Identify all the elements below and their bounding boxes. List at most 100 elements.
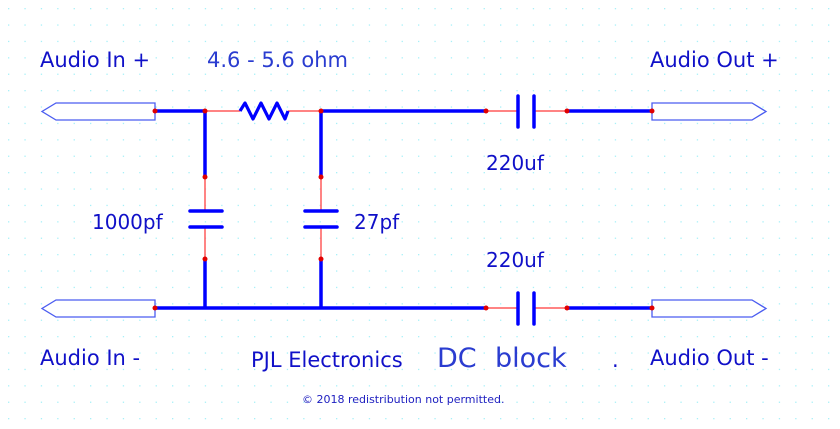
grid-dot xyxy=(8,418,10,420)
grid-dot xyxy=(828,303,830,305)
grid-dot xyxy=(385,352,387,354)
grid-dot xyxy=(811,303,813,305)
grid-dot xyxy=(237,106,239,108)
grid-dot xyxy=(696,286,699,289)
grid-dot xyxy=(762,139,764,141)
grid-dot xyxy=(155,418,157,420)
grid-dot xyxy=(713,286,715,289)
grid-dot xyxy=(778,8,781,10)
grid-dot xyxy=(57,221,59,223)
grid-dot xyxy=(500,385,502,387)
grid-dot xyxy=(352,90,354,92)
grid-dot xyxy=(237,319,239,321)
grid-dot xyxy=(680,286,682,289)
grid-dot xyxy=(500,139,502,141)
grid-dot xyxy=(516,401,518,403)
grid-dot xyxy=(155,319,157,321)
grid-dot xyxy=(565,24,567,26)
grid-dot xyxy=(401,155,403,157)
grid-dot xyxy=(172,401,174,403)
grid-dot xyxy=(24,286,26,289)
grid-dot xyxy=(434,24,436,26)
grid-dot xyxy=(483,352,485,354)
grid-dot xyxy=(139,90,141,92)
grid-dot xyxy=(204,57,207,59)
grid-dot xyxy=(401,385,403,387)
grid-dot xyxy=(746,401,748,403)
grid-dot xyxy=(418,401,420,403)
grid-dot xyxy=(598,188,600,190)
grid-dot xyxy=(828,8,830,10)
grid-dot xyxy=(90,254,92,256)
grid-dot xyxy=(106,385,108,387)
grid-dot xyxy=(221,286,223,289)
grid-dot xyxy=(565,254,567,256)
grid-dot xyxy=(631,385,633,387)
grid-dot xyxy=(401,319,403,321)
grid-dot xyxy=(24,73,26,75)
grid-dot xyxy=(582,368,584,371)
grid-dot xyxy=(598,303,600,305)
grid-dot xyxy=(713,155,715,157)
grid-dot xyxy=(565,188,567,190)
grid-dot xyxy=(237,270,239,272)
grid-dot xyxy=(254,73,256,75)
grid-dot xyxy=(8,155,10,157)
grid-dot xyxy=(303,336,305,338)
grid-dot xyxy=(8,303,10,305)
grid-dot xyxy=(795,286,797,289)
grid-dot xyxy=(762,221,764,223)
grid-dot xyxy=(139,188,141,190)
grid-dot xyxy=(90,401,92,403)
grid-dot xyxy=(614,8,617,10)
grid-dot xyxy=(401,90,403,92)
grid-dot xyxy=(467,172,469,174)
grid-dot xyxy=(565,401,567,403)
grid-dot xyxy=(106,155,108,157)
grid-dot xyxy=(811,139,813,141)
grid-dot xyxy=(680,319,682,321)
grid-dot xyxy=(24,303,26,305)
grid-dot xyxy=(598,336,600,338)
grid-dot xyxy=(614,172,617,174)
grid-dot xyxy=(647,188,649,190)
grid-dot xyxy=(729,319,731,321)
grid-dot xyxy=(139,122,141,125)
capacitor-1000pf-symbol xyxy=(188,209,224,229)
grid-dot xyxy=(828,401,830,403)
grid-dot xyxy=(500,57,502,59)
grid-dot xyxy=(434,73,436,75)
grid-dot xyxy=(270,303,272,305)
grid-dot xyxy=(647,139,649,141)
grid-dot xyxy=(188,73,190,75)
grid-dot xyxy=(696,221,699,223)
grid-dot xyxy=(450,319,453,321)
grid-dot xyxy=(319,385,321,387)
grid-dot xyxy=(500,172,502,174)
grid-dot xyxy=(778,319,781,321)
grid-dot xyxy=(368,40,371,43)
grid-dot xyxy=(746,8,748,10)
grid-dot xyxy=(450,122,453,125)
grid-dot xyxy=(122,221,125,223)
grid-dot xyxy=(90,319,92,321)
grid-dot xyxy=(828,237,830,239)
grid-dot xyxy=(598,40,600,43)
grid-dot xyxy=(680,24,682,26)
grid-dot xyxy=(746,172,748,174)
grid-dot xyxy=(762,90,764,92)
grid-dot xyxy=(713,172,715,174)
grid-dot xyxy=(40,237,43,239)
grid-dot xyxy=(664,122,666,125)
grid-dot xyxy=(418,368,420,371)
grid-dot xyxy=(270,57,272,59)
grid-dot xyxy=(172,57,174,59)
grid-dot xyxy=(828,139,830,141)
grid-dot xyxy=(549,122,551,125)
grid-dot xyxy=(598,24,600,26)
grid-dot xyxy=(532,90,535,92)
grid-dot xyxy=(385,106,387,108)
grid-dot xyxy=(450,221,453,223)
grid-dot xyxy=(614,418,617,420)
